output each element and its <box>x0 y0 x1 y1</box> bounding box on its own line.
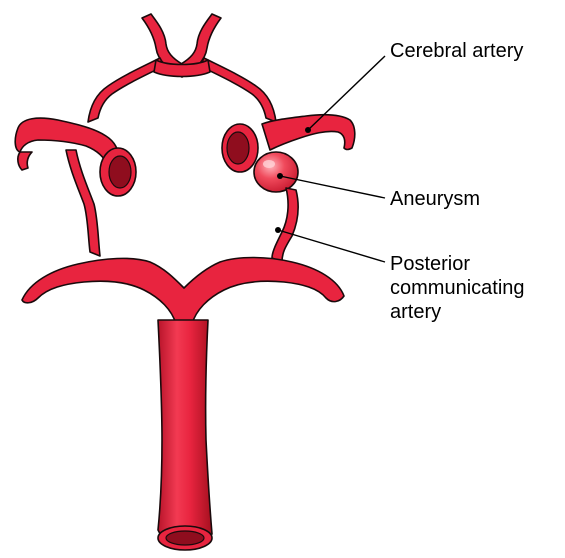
right-posterior-communicating <box>272 188 298 262</box>
posterior-communicating-leader <box>278 230 385 262</box>
aneurysm-dot <box>277 173 283 179</box>
posterior-label-line-3: artery <box>390 300 525 324</box>
left-posterior-communicating <box>66 150 100 256</box>
aneurysm <box>254 152 298 192</box>
cerebral-artery-label: Cerebral artery <box>390 39 523 63</box>
posterior-label-line-2: communicating <box>390 276 525 300</box>
right-anterior-connector <box>200 58 276 122</box>
aneurysm-label: Aneurysm <box>390 187 480 211</box>
posterior-communicating-dot <box>275 227 281 233</box>
right-cut-end-inner <box>227 132 249 164</box>
basilar-cut-end-inner <box>166 531 204 545</box>
cerebral-artery-dot <box>305 127 311 133</box>
posterior-cerebral-arc <box>22 258 344 325</box>
left-anterior-connector <box>88 58 164 122</box>
basilar-artery <box>158 320 212 550</box>
posterior-communicating-artery-label: Posterior communicating artery <box>390 252 525 324</box>
left-cut-end-inner <box>109 156 131 188</box>
posterior-label-line-1: Posterior <box>390 252 525 276</box>
circle-connections <box>88 58 276 122</box>
